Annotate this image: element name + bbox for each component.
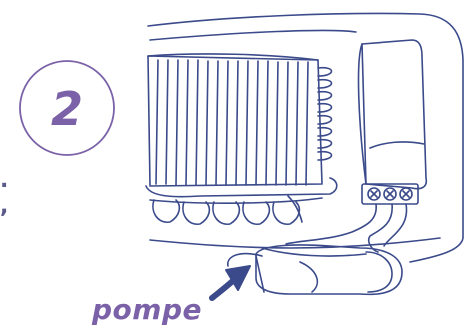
side-panel-inner <box>369 141 425 149</box>
drain-pan-lip <box>149 197 323 205</box>
pump-inner-curve <box>299 261 319 293</box>
terminal-screw-2 <box>383 187 397 201</box>
cropped-text-fragment: . , <box>0 168 14 220</box>
wire-1 <box>285 203 377 245</box>
coil-top-bevel <box>147 53 319 61</box>
pump-cap <box>365 251 393 293</box>
cropped-fragment-line-1: . <box>0 168 9 193</box>
pump-top-band <box>261 247 367 257</box>
side-panel <box>361 39 428 190</box>
coil-fins <box>155 59 309 186</box>
unit-lower-line <box>149 237 441 249</box>
drain-scallops <box>152 195 303 225</box>
side-panel-curve <box>357 43 367 185</box>
pompe-arrow <box>209 265 251 301</box>
pump-front <box>255 255 265 293</box>
step-number-circle <box>19 60 115 156</box>
terminal-screw-3 <box>399 187 413 201</box>
wire-3 <box>383 203 408 247</box>
drain-pan <box>145 177 338 198</box>
coil-outline <box>147 55 323 187</box>
cropped-fragment-line-2: , <box>0 194 9 219</box>
pump-label: pompe <box>92 293 202 326</box>
coil-u-bends <box>317 66 333 161</box>
pump-body <box>255 244 403 296</box>
terminal-screw-1 <box>367 187 381 201</box>
unit-housing-outline <box>147 12 464 263</box>
pump-hose <box>227 252 263 267</box>
unit-inner-line <box>149 29 357 41</box>
terminal-block <box>361 183 419 205</box>
